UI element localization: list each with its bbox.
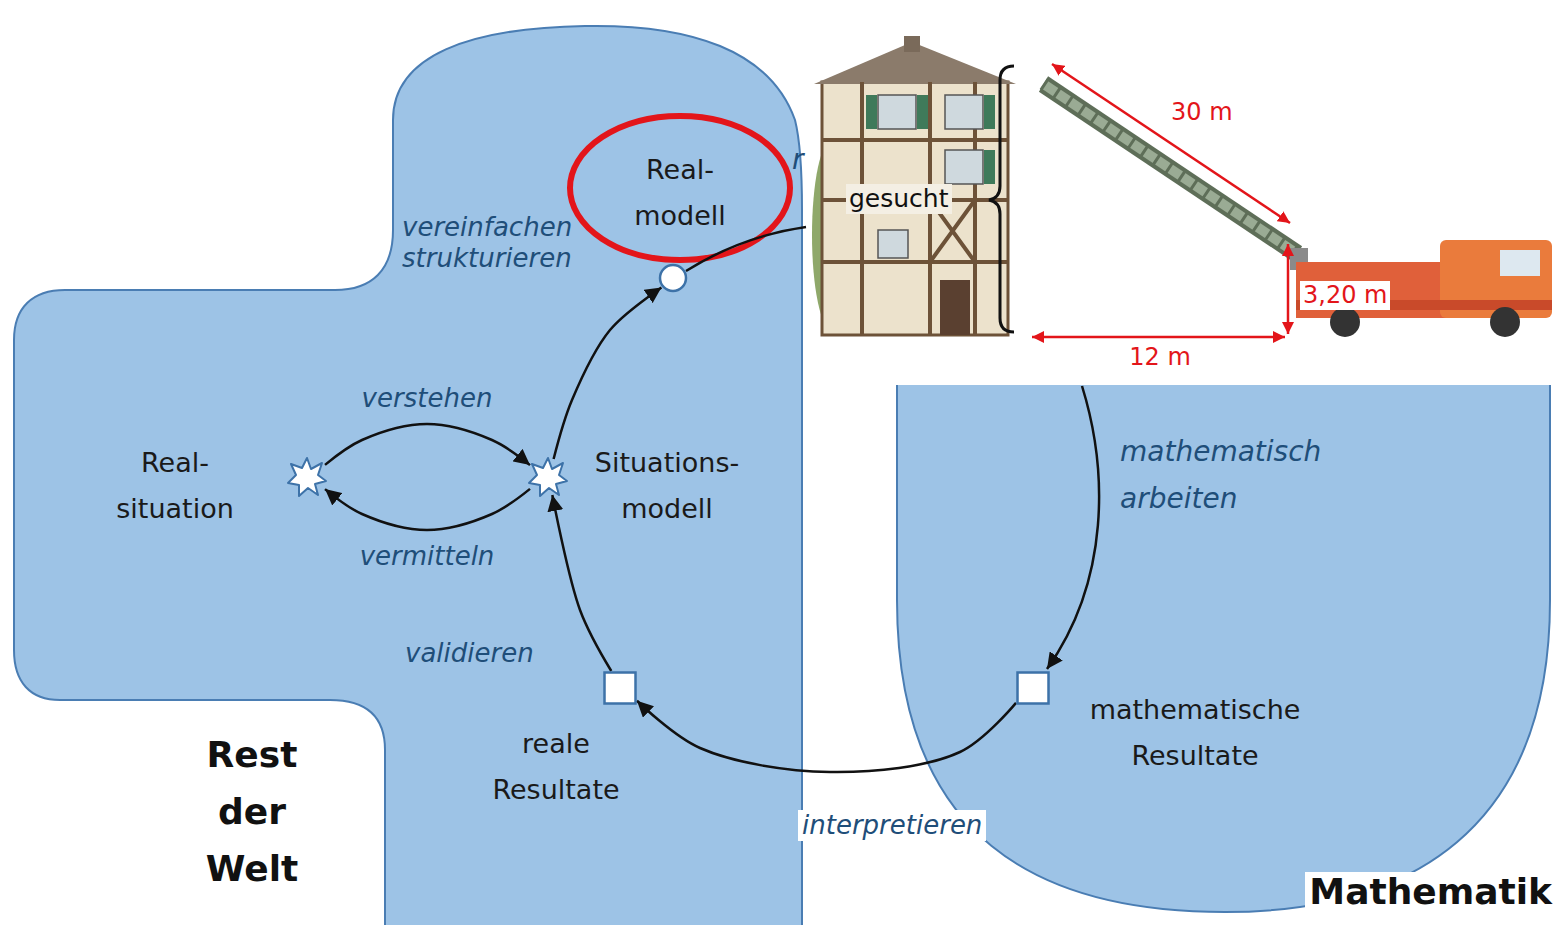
region-shape bbox=[897, 385, 1550, 912]
cab-window bbox=[1500, 250, 1540, 276]
station-label: mathematische Resultate bbox=[1090, 687, 1301, 779]
chimney bbox=[904, 36, 920, 52]
region-group bbox=[897, 385, 1550, 912]
station-label: Situations- modell bbox=[595, 440, 739, 532]
situation-marker: Situations- modell bbox=[528, 457, 568, 497]
station-label: Real- modell bbox=[634, 147, 726, 239]
text-holder: 3,20 m bbox=[1300, 281, 1390, 310]
edge-label: interpretieren bbox=[798, 810, 986, 841]
situation-marker-outline bbox=[287, 457, 327, 497]
house bbox=[812, 36, 1016, 335]
wheel bbox=[1490, 307, 1520, 337]
text-holder: reale Resultate bbox=[492, 721, 619, 813]
fire-truck bbox=[1290, 240, 1552, 337]
world-region: Rest der Welt Real- situation Situations- … bbox=[0, 0, 810, 925]
text-holder: validieren bbox=[405, 638, 534, 669]
text-holder: interpretieren bbox=[798, 810, 986, 841]
window bbox=[945, 95, 983, 129]
text-holder: Real- modell bbox=[634, 147, 726, 239]
station-label: reale Resultate bbox=[492, 721, 619, 813]
edge-label: verstehen bbox=[362, 383, 493, 414]
region-shape bbox=[14, 26, 802, 925]
result-marker: mathematische Resultate bbox=[1016, 671, 1050, 705]
unknown-marker: gesucht bbox=[846, 184, 952, 214]
window bbox=[878, 230, 908, 258]
circle-symbol bbox=[660, 265, 686, 291]
shutter bbox=[984, 95, 995, 129]
dimension-label: 3,20 m bbox=[1300, 281, 1390, 310]
clipped-label: r bbox=[792, 136, 804, 183]
facade bbox=[822, 82, 1008, 335]
region-heading: Rest der Welt bbox=[206, 726, 298, 897]
edge-label: validieren bbox=[405, 638, 534, 669]
edge-label: vereinfachen strukturieren bbox=[402, 212, 572, 274]
window bbox=[945, 150, 983, 184]
text-holder: verstehen bbox=[362, 383, 493, 414]
text-holder: 30 m bbox=[1168, 98, 1236, 127]
text-holder: Rest der Welt bbox=[206, 726, 298, 897]
text-holder: vereinfachen strukturieren bbox=[402, 212, 572, 274]
dimension-line bbox=[1287, 244, 1290, 334]
dimension-label: 12 m bbox=[1126, 343, 1194, 372]
result-marker: reale Resultate bbox=[603, 671, 637, 705]
ladder-rungs bbox=[1043, 84, 1297, 254]
text-holder: Situations- modell bbox=[595, 440, 739, 532]
dimension-line bbox=[1032, 336, 1285, 339]
photo-ground bbox=[808, 35, 1562, 385]
ladder-band bbox=[1040, 78, 1301, 260]
text-holder: r bbox=[792, 136, 804, 183]
text-holder: Mathematik bbox=[1305, 872, 1556, 912]
text-holder: mathematische Resultate bbox=[1090, 687, 1301, 779]
model-marker-outline bbox=[658, 263, 688, 293]
dimension-line bbox=[1052, 64, 1290, 223]
situation-marker-outline bbox=[528, 457, 568, 497]
shutter bbox=[866, 95, 877, 129]
result-marker-outline bbox=[1016, 671, 1050, 705]
text-holder: 12 m bbox=[1126, 343, 1194, 372]
region-heading: Mathematik bbox=[1305, 872, 1556, 912]
square-symbol bbox=[1018, 673, 1049, 704]
situation-marker: Real- situation bbox=[287, 457, 327, 497]
result-marker-outline bbox=[603, 671, 637, 705]
star-symbol bbox=[529, 458, 567, 496]
step-label: mathematisch arbeiten bbox=[1120, 428, 1321, 522]
timber-frame bbox=[822, 82, 1008, 335]
turntable-ladder bbox=[1040, 78, 1301, 260]
wheel bbox=[1330, 307, 1360, 337]
square-symbol bbox=[605, 673, 636, 704]
model-marker: Real- modell bbox=[658, 263, 688, 293]
star-symbol bbox=[288, 458, 326, 496]
dimensions bbox=[989, 64, 1290, 337]
text-holder: Real- situation bbox=[116, 440, 234, 532]
ladder-rail bbox=[1040, 90, 1294, 260]
window bbox=[878, 95, 916, 129]
shutter bbox=[917, 95, 928, 129]
edge-label: vermitteln bbox=[360, 541, 495, 572]
shutter bbox=[984, 150, 995, 184]
station-label: Real- situation bbox=[116, 440, 234, 532]
text-holder: mathematisch arbeiten bbox=[1120, 428, 1321, 522]
text-holder: gesucht bbox=[846, 184, 952, 214]
dimension-label: 30 m bbox=[1168, 98, 1236, 127]
height-brace bbox=[989, 66, 1014, 332]
ladder-rail bbox=[1047, 78, 1301, 248]
door bbox=[940, 280, 970, 335]
text-holder: vermitteln bbox=[360, 541, 495, 572]
